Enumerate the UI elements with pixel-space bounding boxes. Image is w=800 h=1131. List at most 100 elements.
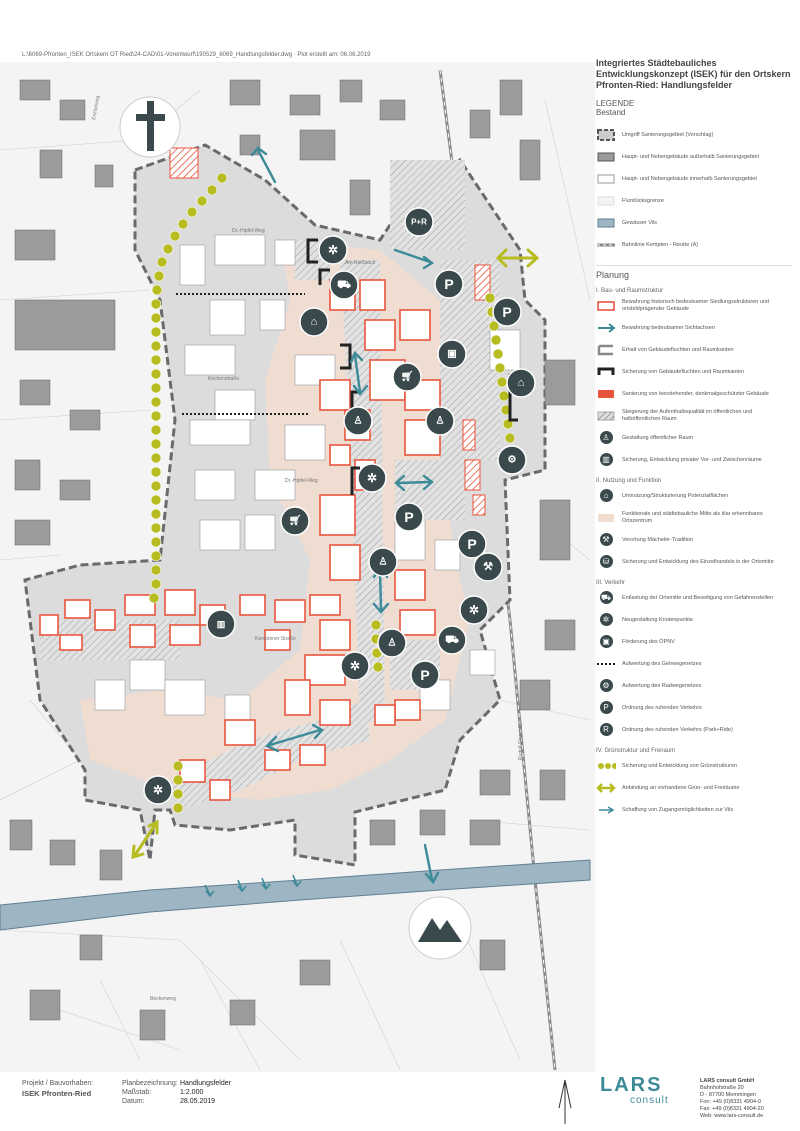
mountain-symbol [408,896,472,960]
title-block: Projekt / Bauvorhaben: ISEK Pfronten-Rie… [0,1074,800,1131]
dotline-icon [596,657,616,671]
svg-text:✲: ✲ [367,471,377,485]
svg-text:♙: ♙ [436,416,445,427]
street-label: Kirchenstraße [208,376,239,382]
plan-title-1: Integriertes Städtebauliches [596,58,717,68]
icon-node-icon: ✲ [596,613,616,627]
svg-text:✲: ✲ [328,243,338,257]
parking-icon: P [410,660,440,690]
svg-text:P: P [467,536,476,552]
legend-item-label: Sicherung, Entwicklung privater Vor- und… [622,456,762,463]
legend-item-label: Bewahrung historisch bedeutsamer Siedlun… [622,299,770,312]
icon-bike-icon: ⚙ [596,679,616,693]
teal-arrow-small-icon [596,803,616,817]
green-structure-dots [148,172,516,814]
legend-item-label: Umnutzung/Strukturierung Potenzialfläche… [622,492,729,499]
svg-text:✲: ✲ [350,659,360,673]
legend-item: Schaffung von Zugangsmöglichkeiten zur V… [596,800,792,820]
legend-item-label: Haupt- und Nebengebäude außerhalb Sanier… [622,153,759,160]
plan-title-2: Entwicklungskonzept (ISEK) für den Ortsk… [596,69,791,79]
legend-item-label: Ordnung des ruhenden Verkehrs (Park+Ride… [622,726,733,733]
legend-bestand-heading: Bestand [596,108,626,117]
legend-item-label: Bahnlinie Kempten - Reutte (A) [622,241,699,248]
legend-section-title: III. Verkehr [596,580,626,586]
legend-item: Gewässer Vils [596,213,792,233]
node-icon: ✲ [318,235,348,265]
red-hatch-icon [596,387,616,401]
legend-item-label: Haupt- und Nebengebäude innerhalb Sanier… [622,175,757,182]
cart-icon: 🛒︎ [392,362,422,392]
bike-icon: ⚙ [497,445,527,475]
legend-item-label: Förderung des ÖPNV [622,638,675,645]
bestand-list: Umgriff Sanierungsgebiet (Vorschlag) Haup… [596,125,792,255]
svg-text:⌂: ⌂ [311,316,318,328]
car-icon: ⛟ [329,270,359,300]
legend-item-label: Entlastung der Ortsmitte und Beseitigung… [622,594,774,601]
green-dots-icon [596,759,618,773]
date-label: Datum: [122,1098,145,1105]
svg-text:♙: ♙ [388,638,397,649]
node-icon: ✲ [143,775,173,805]
rail-icon [596,238,616,252]
icon-hammer-icon: ⚒ [596,533,616,547]
legend-item: Sicherung und Entwicklung von Grünstrukt… [596,756,792,776]
hammer-icon: ⚒ [473,552,503,582]
legend-item: Flurstücksgrenze [596,191,792,211]
legend-item: Umgriff Sanierungsgebiet (Vorschlag) [596,125,792,145]
church-symbol [119,96,181,158]
svg-text:🛒︎: 🛒︎ [401,370,414,383]
icon-bus-icon: ▣ [596,635,616,649]
legend-item: ▣ Förderung des ÖPNV [596,632,792,652]
grey-hatch-icon [596,409,616,423]
legend-panel: Integriertes Städtebauliches Entwicklung… [596,58,792,822]
node-icon: ✲ [459,595,489,625]
bench-icon: ♙ [343,406,373,436]
legend-item: ⚒Verortung Mächeler-Tradition [596,530,792,550]
icon-car-icon: ⛟ [596,591,616,605]
bench-icon: ♙ [368,547,398,577]
legend-item-label: Sicherung von Gebäudefluchten und Raumka… [622,368,745,375]
project-label: Projekt / Bauvorhaben: [22,1080,94,1087]
legend-section-title: I. Bau- und Raumstruktur [596,288,664,294]
plan-value: Handlungsfelder [180,1080,231,1087]
plan-title-3: Pfronten-Ried: Handlungsfelder [596,80,733,90]
svg-text:🛒︎: 🛒︎ [289,514,302,527]
legend-item: ✲Neugestaltung Knotenpunkte [596,610,792,630]
street-label: Rudolf-Diesel-Str. [518,721,524,760]
icon-cart-icon: ⛁ [596,555,616,569]
icon-bench-icon: ♙ [596,431,616,445]
legend-item: Sicherung von Gebäudefluchten und Raumka… [596,362,792,382]
legend-item: Steigerung der Aufenthaltsqualität im öf… [596,406,792,426]
parking-icon: P [457,529,487,559]
bracket-black-icon [596,365,616,379]
legend-section-title: II. Nutzung und Funktion [596,478,662,484]
svg-text:▥: ▥ [217,619,226,629]
house-icon: ⌂ [506,368,536,398]
svg-text:✲: ✲ [469,603,479,617]
legend-item-label: Aufwertung des Radwegenetzes [622,682,702,689]
legend-item-label: Steigerung der Aufenthaltsqualität im öf… [622,409,753,422]
green-arrow-icon [596,781,616,795]
svg-text:⛟: ⛟ [445,634,459,646]
house-icon: ⌂ [299,307,329,337]
legend-planung-heading: Planung [596,265,792,280]
beige-icon [596,511,616,525]
parking-icon: P [434,269,464,299]
street-label: Beckenweg [150,996,176,1002]
parking-icon: P [394,502,424,532]
legend-item: ⌂Umnutzung/Strukturierung Potenzialfläch… [596,486,792,506]
buildings-inside [94,234,521,721]
legend-item: Bahnlinie Kempten - Reutte (A) [596,235,792,255]
legend-item-label: Ordnung des ruhenden Verkehrs [622,704,702,711]
street-label: Dr.-Hipfel-Weg [285,478,318,484]
water-icon [596,216,616,230]
legend-item: Funktionale und städtebauliche Mitte als… [596,508,792,528]
legend-item: Anbindung an vorhandene Grün- und Freirä… [596,778,792,798]
company-logo: LARS [600,1074,663,1096]
street-label: Dr.-Hipfel-Weg [232,228,265,234]
legend-item-label: Sicherung und Entwicklung von Grünstrukt… [622,762,737,769]
map-canvas[interactable]: P+R ✲ P ⛟ P ⌂ ▣ ⌂ 🛒︎ ♙ ♙ ⚙ ✲ P 🛒︎ P ♙ ⚒ … [0,62,595,1072]
legend-item-label: Bewahrung bedeutsamer Sichtachsen [622,324,715,331]
